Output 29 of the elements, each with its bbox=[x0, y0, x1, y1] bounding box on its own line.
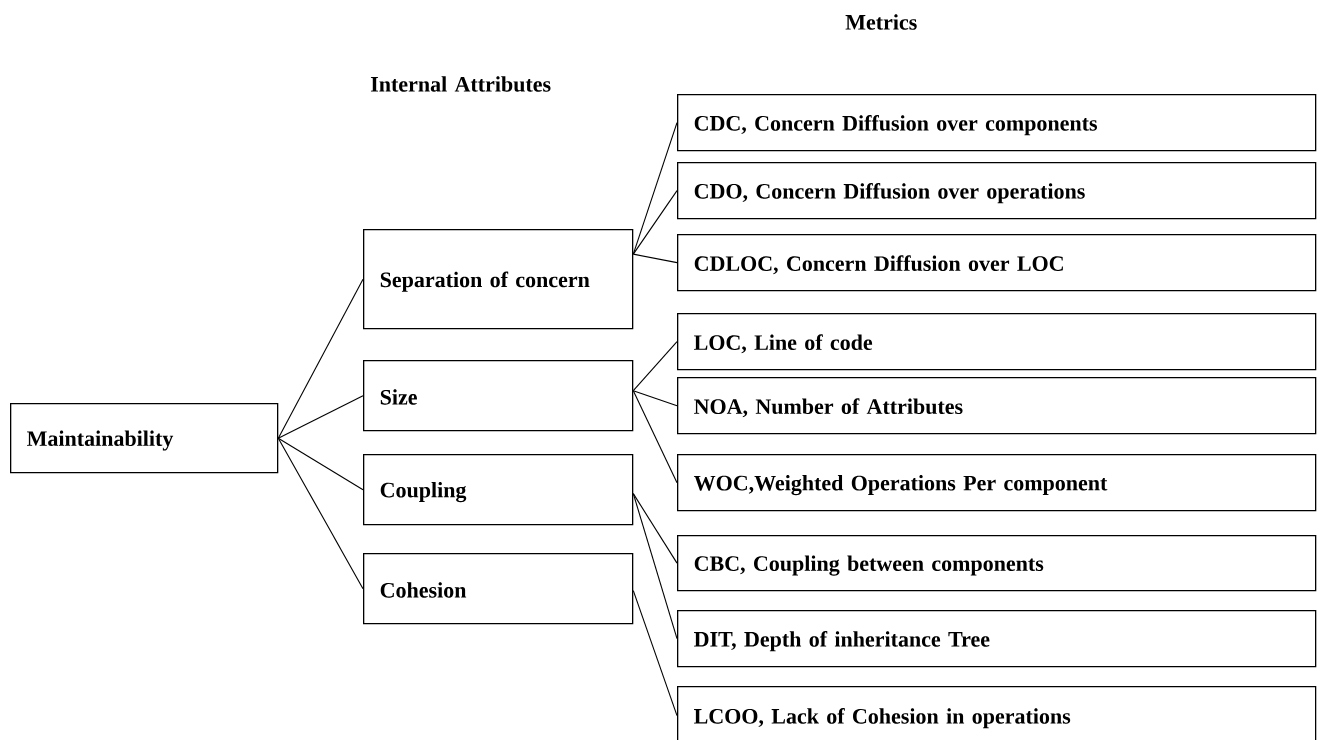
metric-box: LCOO, Lack of Cohesion in operations bbox=[677, 686, 1317, 740]
root-box: Maintainability bbox=[10, 403, 279, 474]
metric-box: CDLOC, Concern Diffusion over LOC bbox=[677, 234, 1317, 292]
metric-box: CBC, Coupling between components bbox=[677, 535, 1317, 592]
heading-label: Internal Attributes bbox=[370, 76, 551, 92]
connector-line bbox=[632, 590, 678, 717]
connector-line bbox=[632, 341, 678, 392]
metric-box: CDC, Concern Diffusion over components bbox=[677, 94, 1317, 152]
heading-label: Metrics bbox=[845, 14, 917, 30]
attribute-box: Size bbox=[363, 360, 634, 432]
attribute-box: Coupling bbox=[363, 454, 634, 526]
connector-line bbox=[632, 253, 678, 264]
metric-box: DIT, Depth of inheritance Tree bbox=[677, 610, 1317, 668]
attribute-box: Separation of concern bbox=[363, 229, 634, 330]
connector-line bbox=[632, 493, 678, 640]
attribute-box: Cohesion bbox=[363, 553, 634, 625]
connector-line bbox=[632, 390, 678, 484]
connector-line bbox=[632, 493, 678, 564]
metric-box: WOC,Weighted Operations Per component bbox=[677, 454, 1317, 512]
connector-line bbox=[277, 278, 364, 439]
connector-line bbox=[632, 122, 678, 255]
connector-line bbox=[277, 437, 364, 590]
connector-line bbox=[632, 190, 678, 255]
metric-box: CDO, Concern Diffusion over operations bbox=[677, 162, 1317, 220]
metric-box: NOA, Number of Attributes bbox=[677, 377, 1317, 435]
connector-line bbox=[632, 390, 678, 407]
metric-box: LOC, Line of code bbox=[677, 313, 1317, 371]
connector-line bbox=[277, 395, 364, 439]
connector-line bbox=[277, 437, 364, 491]
